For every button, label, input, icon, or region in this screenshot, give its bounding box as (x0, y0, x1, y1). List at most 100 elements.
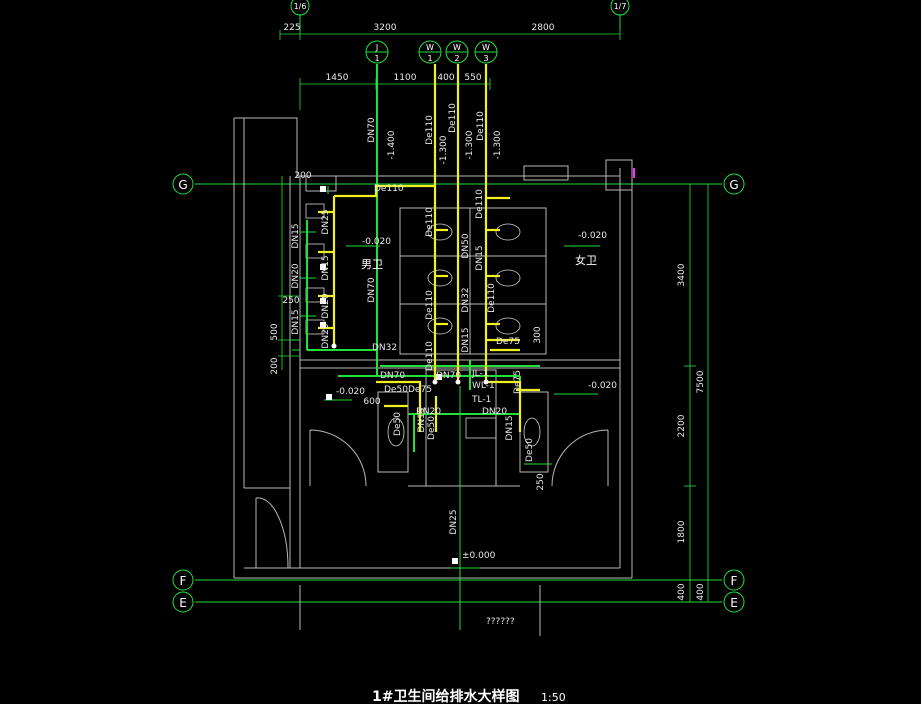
pipe-label-dn15-e: DN15 (461, 327, 471, 352)
pipe-label-dn70-low: DN70 (380, 371, 405, 381)
riser-w3-top: W (482, 43, 490, 52)
pipe-label-dn20-c: DN20 (416, 407, 441, 417)
dim-400: 400 (437, 73, 454, 83)
pipe-label-tl1: TL-1 (471, 395, 491, 405)
pipe-label-h1300-c: -1.300 (493, 130, 503, 159)
axis-label-e-right: E (730, 596, 738, 610)
dim-250-left: 250 (282, 296, 299, 306)
axis-label-f-left: F (180, 574, 187, 588)
pipe-label-de50-a: De50 (384, 385, 408, 395)
pipe-label-dn50-a: DN50 (461, 233, 471, 258)
dim-2800: 2800 (532, 23, 555, 33)
axis-bubble-g-left: G (172, 173, 194, 195)
pipe-label-dn20-b: DN20 (321, 293, 331, 318)
marker-magenta (633, 168, 635, 178)
axis-bubble-e-left: E (172, 591, 194, 613)
pipe-label-de110-v2: De110 (425, 290, 435, 320)
pipe-label-h1300-b: -1.300 (465, 130, 475, 159)
pipe-label-de110-v1: De110 (425, 207, 435, 237)
pipe-label-de110-c: De110 (476, 111, 486, 141)
left-dimensions (278, 176, 300, 370)
elevation-entry: ±0.000 (462, 551, 496, 561)
pipe-label-dn15-d: DN15 (475, 245, 485, 270)
pipe-label-de50-c: De50 (427, 416, 437, 440)
elevation-lobby-left: -0.020 (336, 387, 365, 397)
pipe-label-de75-c: De75 (513, 370, 523, 394)
axis-label-1-6: 1/6 (294, 2, 307, 11)
room-label-men: 男卫 (361, 258, 383, 271)
dim-1100: 1100 (394, 73, 417, 83)
water-supply-pipes (306, 64, 540, 452)
unknown-label: ?????? (486, 617, 515, 627)
dim-400-right: 400 (677, 583, 687, 600)
pipe-label-dn70-riser: DN70 (367, 117, 377, 142)
room-label-women: 女卫 (575, 253, 597, 267)
dim-200-left: 200 (270, 357, 280, 374)
pipe-label-de110-v3: De110 (425, 341, 435, 371)
pipe-label-dn25-a: DN25 (321, 209, 331, 234)
dim-3400: 3400 (677, 263, 687, 286)
axis-bubble-g-right: G (723, 173, 745, 195)
fixtures (305, 203, 541, 447)
axis-label-g-left: G (178, 178, 187, 192)
pipe-label-dn15-a: DN15 (291, 223, 301, 248)
axis-bubble-f-left: F (172, 569, 194, 591)
pipe-label-de50-b: De50 (393, 412, 403, 436)
dim-200-top-left: 200 (294, 171, 311, 181)
riser-w1-bottom: 1 (427, 54, 432, 63)
pipe-label-de50-d: De50 (525, 438, 535, 462)
pipe-label-jl1: JL-1 (471, 369, 488, 379)
dim-550: 550 (464, 73, 481, 83)
pipe-label-dn32: DN32 (372, 343, 397, 353)
dim-300: 300 (533, 326, 543, 343)
dim-600: 600 (363, 397, 380, 407)
pipe-label-dn15-f: DN15 (417, 407, 427, 432)
pipe-label-wl1: WL-1 (472, 381, 495, 391)
riser-w2-top: W (453, 43, 461, 52)
pipe-label-dn15-c: DN15 (321, 255, 331, 280)
axis-bubble-1-7: 1/7 (610, 0, 630, 16)
pipe-label-dn20-a: DN20 (291, 263, 301, 288)
drawing-scale: 1:50 (541, 691, 566, 704)
riser-bubble-w2: W 2 (445, 40, 469, 64)
drain-pipes (318, 64, 540, 432)
axis-label-1-7: 1/7 (614, 2, 627, 11)
pipe-label-h1300-a: -1.300 (439, 135, 449, 164)
riser-bubble-w1: W 1 (418, 40, 442, 64)
axis-bubble-e-right: E (723, 591, 745, 613)
axis-bubble-1-6: 1/6 (290, 0, 310, 16)
water-supply-thin (290, 186, 600, 630)
pipe-label-dn15-b: DN15 (291, 309, 301, 334)
pipe-label-de110-a: De110 (425, 115, 435, 145)
dim-400-right-b: 400 (696, 583, 706, 600)
dim-1450: 1450 (326, 73, 349, 83)
axis-label-e-left: E (179, 596, 187, 610)
riser-w2-bottom: 2 (454, 54, 459, 63)
pipe-label-de110-r: De110 (475, 189, 485, 219)
pipe-label-dn25-b: DN25 (321, 323, 331, 348)
riser-j1-top: J (375, 43, 378, 52)
dim-1800: 1800 (677, 520, 687, 543)
pipe-label-dn25-c: DN25 (449, 509, 459, 534)
pipe-label-de75-a: De75 (496, 337, 520, 347)
dim-2200: 2200 (677, 414, 687, 437)
pipe-label-dn15-g: DN15 (505, 415, 515, 440)
pipe-label-dn70-main: DN70 (367, 277, 377, 302)
pipe-label-dn32-b: DN32 (461, 287, 471, 312)
pipe-label-h1400: -1.400 (387, 130, 397, 159)
riser-w1-top: W (426, 43, 434, 52)
pipe-label-de110-r2: De110 (487, 283, 497, 313)
pipe-label-de110-top: De110 (374, 184, 404, 194)
dim-3200: 3200 (374, 23, 397, 33)
dim-500-left: 500 (270, 323, 280, 340)
pipe-label-de110-b: De110 (448, 103, 458, 133)
drawing-title: 1#卫生间给排水大样图 (372, 688, 519, 704)
riser-bubble-w3: W 3 (474, 40, 498, 64)
riser-j1-bottom: 1 (374, 54, 379, 63)
axis-bubble-f-right: F (723, 569, 745, 591)
elevation-women: -0.020 (578, 231, 607, 241)
pipe-label-dn70-low2: DN70 (436, 371, 461, 381)
dim-7500: 7500 (696, 370, 706, 393)
fittings (320, 186, 489, 564)
